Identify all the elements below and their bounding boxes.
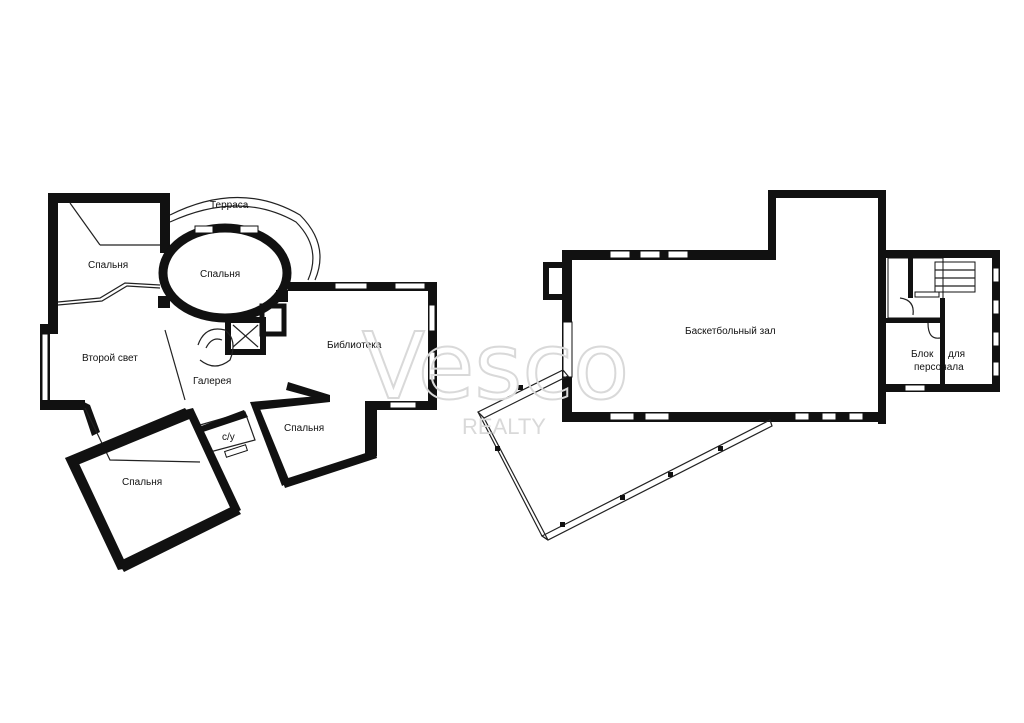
label-wc: с/у	[222, 432, 235, 443]
watermark-sub: REALTY	[462, 414, 546, 439]
label-bedroom-small: Спальня	[284, 423, 324, 434]
label-basketball-hall: Баскетбольный зал	[685, 325, 776, 337]
label-staff-block-1b: для	[948, 349, 965, 360]
label-bedroom-bottom: Спальня	[122, 477, 162, 488]
label-bedroom-oval: Спальня	[200, 269, 240, 280]
right-building: Баскетбольный зал Блок для персонала	[476, 190, 1000, 541]
watermark: Vesco REALTY	[361, 312, 630, 439]
label-second-light: Второй свет	[82, 353, 138, 364]
label-terrace: Терраса	[210, 200, 249, 211]
label-library: Библиотека	[327, 339, 382, 351]
label-gallery: Галерея	[193, 376, 231, 387]
label-bedroom-top: Спальня	[88, 260, 128, 271]
watermark-brand: Vesco	[362, 313, 629, 420]
label-staff-block-1a: Блок	[911, 349, 934, 360]
label-staff-block-2: персонала	[914, 362, 964, 373]
left-building: Терраса Спальня Спальня Второй свет Гале…	[40, 193, 437, 572]
